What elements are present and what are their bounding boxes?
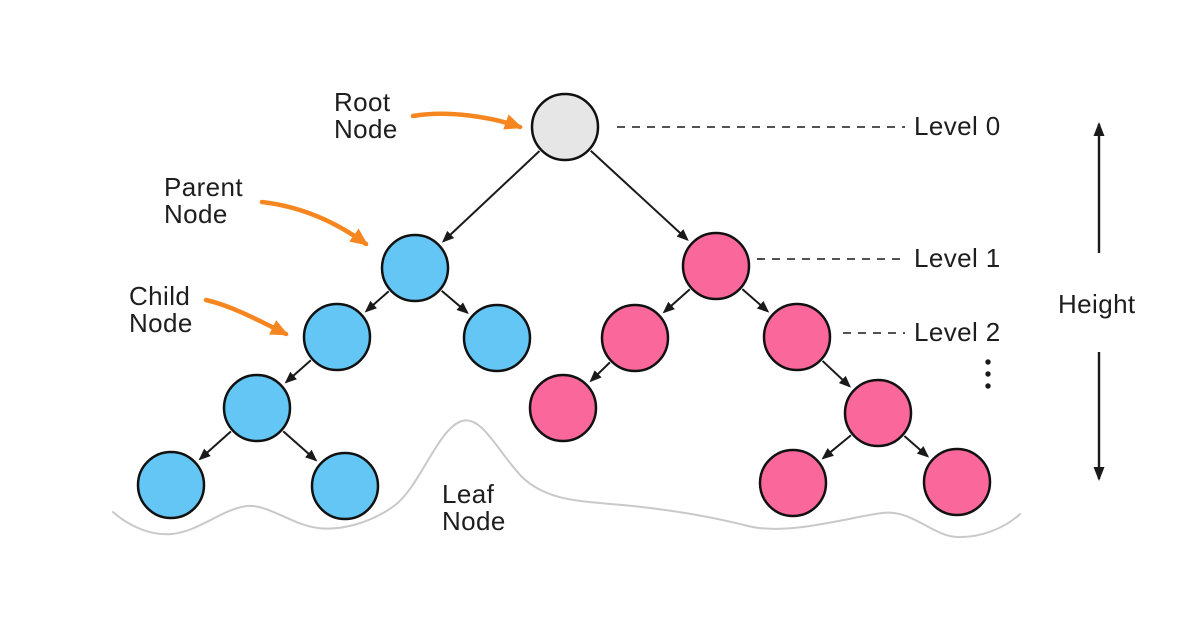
leaf-boundary-wavy-line xyxy=(112,419,1021,539)
tree-edge-b1-b2 xyxy=(364,290,390,313)
levels-ellipsis-dot-0 xyxy=(985,359,991,365)
tree-edge-p1-p3 xyxy=(741,288,770,313)
tree-edge-p5-p6 xyxy=(821,434,852,460)
tree-node-p7 xyxy=(922,447,992,517)
child-node-callout-label: Child Node xyxy=(129,283,193,337)
child-node-label-line1: Child xyxy=(129,281,191,311)
parent-node-callout-arrow xyxy=(259,199,369,247)
child-node-label-line2: Node xyxy=(129,308,193,338)
tree-edge-root-p1 xyxy=(590,149,689,241)
tree-node-p5 xyxy=(843,378,913,448)
tree-edge-root-b1 xyxy=(441,150,541,243)
parent-node-callout-label: Parent Node xyxy=(164,174,243,228)
tree-node-b5 xyxy=(136,450,206,520)
root-node-label-line2: Node xyxy=(334,114,398,144)
tree-edge-p5-p7 xyxy=(903,435,930,458)
leaf-node-label-line2: Node xyxy=(442,506,506,536)
parent-node-label-line2: Node xyxy=(164,199,228,229)
tree-node-p2 xyxy=(600,303,670,373)
root-node-callout-arrow xyxy=(410,111,523,130)
tree-edge-p1-p2 xyxy=(662,288,691,314)
level-2-label: Level 2 xyxy=(914,317,1001,347)
height-label: Height xyxy=(1058,289,1136,319)
leaf-node-callout-label: Leaf Node xyxy=(442,481,506,535)
levels-ellipsis-dot-1 xyxy=(985,371,991,377)
level-0-label: Level 0 xyxy=(914,111,1001,141)
tree-node-p4 xyxy=(528,373,598,443)
root-node-callout-label: Root Node xyxy=(334,89,398,143)
tree-edge-b2-b4 xyxy=(284,359,312,384)
level-1-label: Level 1 xyxy=(914,243,1001,273)
tree-node-root xyxy=(530,92,600,162)
levels-ellipsis-dot-2 xyxy=(985,383,991,389)
tree-node-b6 xyxy=(310,451,380,521)
leaf-node-label-line1: Leaf xyxy=(442,479,495,509)
tree-node-p6 xyxy=(758,448,828,518)
tree-node-b1 xyxy=(380,233,450,303)
tree-edge-b1-b3 xyxy=(440,289,469,314)
tree-node-p1 xyxy=(681,231,751,301)
tree-node-b2 xyxy=(302,302,372,372)
tree-node-p3 xyxy=(762,302,832,372)
root-node-label-line1: Root xyxy=(334,87,391,117)
tree-node-b3 xyxy=(462,303,532,373)
child-node-callout-arrow xyxy=(203,297,289,337)
parent-node-label-line1: Parent xyxy=(164,172,244,202)
tree-edge-p3-p5 xyxy=(821,360,852,388)
tree-edge-b4-b6 xyxy=(282,430,318,462)
tree-edge-p2-p4 xyxy=(589,361,611,383)
tree-node-b4 xyxy=(222,373,292,443)
tree-edge-b4-b5 xyxy=(198,430,232,461)
